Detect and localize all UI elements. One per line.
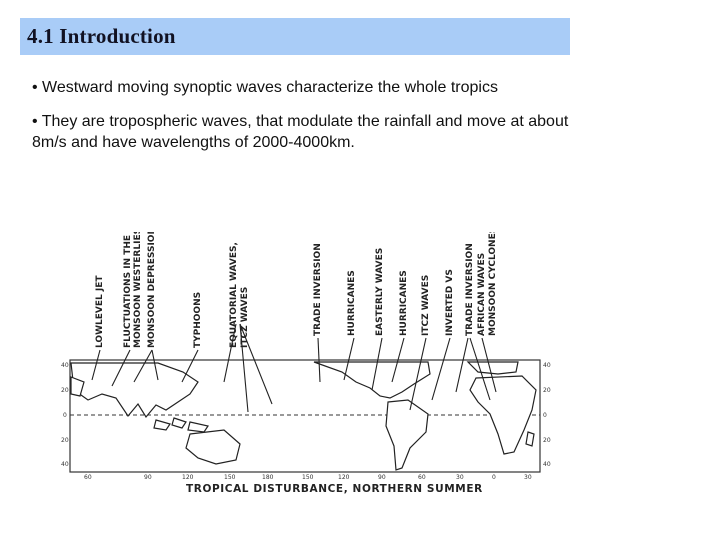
label-trade-inversion: TRADE INVERSION [313,243,323,336]
lon-tick-9: 30 [456,474,464,481]
label-itcz-waves: ITCZ WAVES [240,287,250,348]
lat-tick-left-4: 40 [61,461,69,468]
label-hurricanes-2: HURRICANES [399,270,409,336]
australia [185,429,241,465]
lon-tick-2: 120 [182,474,194,481]
continents [70,361,537,471]
lon-tick-11: 30 [524,474,532,481]
slide-title: 4.1 Introduction [27,24,176,48]
lon-tick-6: 120 [338,474,350,481]
label-trade-inversion-2: TRADE INVERSION [465,243,475,336]
asia [70,362,199,419]
arabia [70,376,85,397]
label-monsoon-cyclones: MONSOON CYCLONES [488,232,498,336]
madagascar [525,431,535,447]
island-2 [171,417,187,429]
label-hurricanes: HURRICANES [347,270,357,336]
label-monsoon-depression: MONSOON DEPRESSION [147,232,157,348]
lat-ticks-left: 40 20 0 20 40 [61,362,69,468]
bullet-tropospheric-waves: • They are tropospheric waves, that modu… [32,113,569,151]
figure-caption: TROPICAL DISTURBANCE, NORTHERN SUMMER [186,483,483,495]
lon-tick-1: 90 [144,474,152,481]
label-arrows [91,323,497,413]
label-african-waves: AFRICAN WAVES [477,253,487,336]
tropical-disturbance-map-figure: LOWLEVEL JET FLUCTUATIONS IN THE MONSOON… [58,232,558,498]
lat-tick-left-2: 0 [63,412,67,419]
lon-tick-8: 60 [418,474,426,481]
title-bar: 4.1 Introduction [20,18,570,55]
lon-tick-7: 90 [378,474,386,481]
label-inverted-vs: INVERTED VS [445,269,455,336]
north-america [313,361,431,399]
lat-tick-left-3: 20 [61,437,69,444]
lat-tick-right-0: 40 [543,362,551,369]
lon-tick-3: 150 [224,474,236,481]
lon-tick-0: 60 [84,474,92,481]
bullet-westward-waves: • Westward moving synoptic waves charact… [32,79,498,96]
label-equatorial-waves: EQUATORIAL WAVES, [229,242,239,348]
lat-tick-right-4: 40 [543,461,551,468]
lat-tick-left-1: 20 [61,387,69,394]
lon-tick-4: 180 [262,474,274,481]
lat-tick-right-3: 20 [543,437,551,444]
label-lowlevel-jet: LOWLEVEL JET [95,275,105,348]
label-typhoons: TYPHOONS [193,292,203,348]
label-monsoon-westerlies: MONSOON WESTERLIES [133,232,143,348]
lat-tick-right-1: 20 [543,387,551,394]
disturbance-labels: LOWLEVEL JET FLUCTUATIONS IN THE MONSOON… [95,232,498,348]
lat-tick-left-0: 40 [61,362,69,369]
lon-ticks: 60 90 120 150 180 150 120 90 60 30 0 30 [84,474,532,481]
lon-tick-5: 150 [302,474,314,481]
island-1 [153,419,171,431]
lon-tick-10: 0 [492,474,496,481]
tropical-disturbance-map: LOWLEVEL JET FLUCTUATIONS IN THE MONSOON… [61,232,551,495]
lat-tick-right-2: 0 [543,412,547,419]
lat-ticks-right: 40 20 0 20 40 [543,362,551,468]
label-easterly-waves: EASTERLY WAVES [375,248,385,336]
label-itcz-waves-2: ITCZ WAVES [421,275,431,336]
africa [469,375,537,455]
south-america [385,399,429,471]
label-fluctuations: FLUCTUATIONS IN THE [123,235,133,348]
